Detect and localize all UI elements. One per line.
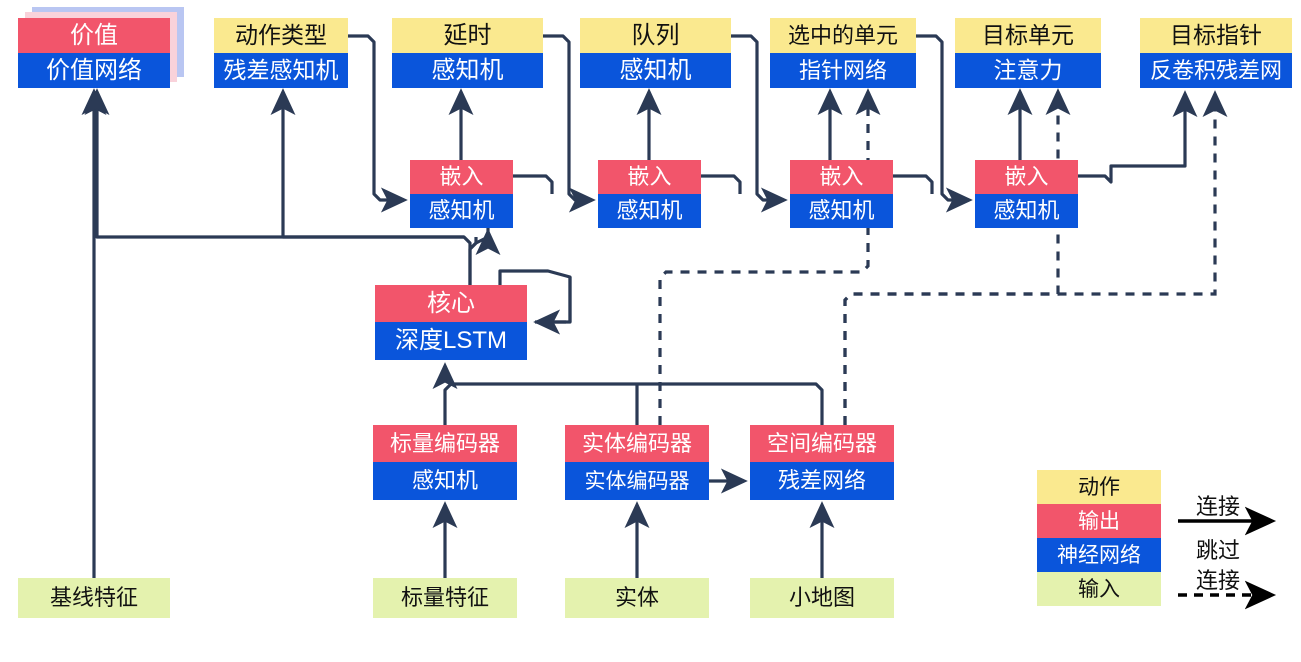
embed-4-bottom-label: 感知机 bbox=[975, 194, 1078, 228]
target-unit-bottom-label: 注意力 bbox=[955, 53, 1101, 88]
selected-units-top-label: 选中的单元 bbox=[770, 18, 916, 53]
wire-bus-to-core bbox=[432, 362, 458, 390]
wire-scalar-encoder-to-bus bbox=[443, 382, 675, 425]
spatial-encoder-bottom-label: 残差网络 bbox=[750, 462, 894, 500]
wire-embed3-to-embed4-link bbox=[893, 174, 934, 194]
spatial-encoder-top-label: 空间编码器 bbox=[750, 425, 894, 462]
queue-bottom-label: 感知机 bbox=[580, 53, 731, 88]
entity-encoder-bottom-label: 实体编码器 bbox=[565, 462, 709, 500]
legend-skip-label-line2: 连接 bbox=[1196, 568, 1241, 593]
core-bottom-label: 深度LSTM bbox=[375, 322, 527, 360]
embed-2-bottom-label: 感知机 bbox=[598, 194, 701, 228]
scalar-encoder-bottom-label: 感知机 bbox=[373, 462, 517, 500]
queue-top-label: 队列 bbox=[580, 18, 731, 53]
spatial-encoder-block[interactable]: 空间编码器 残差网络 bbox=[750, 425, 894, 500]
embed-3-bottom-label: 感知机 bbox=[790, 194, 893, 228]
input-entities[interactable]: 实体 bbox=[565, 578, 709, 618]
wire-core-loop-join bbox=[500, 271, 548, 285]
action-type-top-label: 动作类型 bbox=[214, 18, 348, 53]
wire-selected-to-embed4 bbox=[916, 34, 973, 213]
output-head-queue[interactable]: 队列 感知机 bbox=[580, 18, 731, 88]
wire-delay-to-embed2 bbox=[543, 34, 596, 213]
skip-spatial-to-target-point bbox=[843, 90, 1228, 425]
legend-swatch-action: 动作 bbox=[1037, 470, 1161, 504]
legend-connection-label: 连接 bbox=[1196, 494, 1241, 519]
wire-embed4-to-targetpoint bbox=[1078, 90, 1198, 184]
value-head-bottom-label: 价值网络 bbox=[18, 53, 170, 88]
wire-embed2-to-embed3-link bbox=[701, 174, 742, 194]
input-minimap[interactable]: 小地图 bbox=[750, 578, 894, 618]
wire-core-to-embed1 bbox=[468, 228, 501, 256]
value-head-top-label: 价值 bbox=[18, 18, 170, 53]
delay-top-label: 延时 bbox=[392, 18, 543, 53]
legend-swatches: 动作 输出 神经网络 输入 bbox=[1037, 470, 1161, 606]
core-block[interactable]: 核心 深度LSTM bbox=[375, 285, 527, 360]
embed-2-top-label: 嵌入 bbox=[598, 160, 701, 194]
embed-3-top-label: 嵌入 bbox=[790, 160, 893, 194]
embedding-block-3[interactable]: 嵌入 感知机 bbox=[790, 160, 893, 228]
embedding-block-2[interactable]: 嵌入 感知机 bbox=[598, 160, 701, 228]
output-head-target-point[interactable]: 目标指针 反卷积残差网 bbox=[1140, 18, 1292, 88]
legend-swatch-output: 输出 bbox=[1037, 504, 1161, 538]
output-head-selected-units[interactable]: 选中的单元 指针网络 bbox=[770, 18, 916, 88]
legend-swatch-input: 输入 bbox=[1037, 572, 1161, 606]
wire-queue-to-embed3 bbox=[731, 34, 788, 213]
embed-1-bottom-label: 感知机 bbox=[410, 194, 513, 228]
skip-entity-to-selected-units bbox=[658, 88, 881, 425]
output-head-target-unit[interactable]: 目标单元 注意力 bbox=[955, 18, 1101, 88]
wire-embed1-to-embed2-link bbox=[513, 174, 554, 194]
delay-bottom-label: 感知机 bbox=[392, 53, 543, 88]
scalar-encoder-block[interactable]: 标量编码器 感知机 bbox=[373, 425, 517, 500]
output-head-value[interactable]: 价值 价值网络 bbox=[18, 7, 184, 88]
input-baseline-features[interactable]: 基线特征 bbox=[18, 578, 170, 618]
selected-units-bottom-label: 指针网络 bbox=[770, 53, 916, 88]
embedding-block-4[interactable]: 嵌入 感知机 bbox=[975, 160, 1078, 228]
embedding-block-1[interactable]: 嵌入 感知机 bbox=[410, 160, 513, 228]
skip-spatial-to-target-unit bbox=[843, 88, 1071, 425]
wire-actiontype-to-embed1 bbox=[348, 34, 408, 213]
entity-encoder-block[interactable]: 实体编码器 实体编码器 bbox=[565, 425, 709, 500]
core-top-label: 核心 bbox=[375, 285, 527, 322]
input-scalar-features[interactable]: 标量特征 bbox=[373, 578, 517, 618]
output-head-action-type[interactable]: 动作类型 残差感知机 bbox=[214, 18, 348, 88]
target-point-bottom-label: 反卷积残差网 bbox=[1140, 53, 1292, 88]
legend-skip-label-line1: 跳过 bbox=[1196, 538, 1241, 563]
legend-swatch-neural-network: 神经网络 bbox=[1037, 538, 1161, 572]
target-point-top-label: 目标指针 bbox=[1140, 18, 1292, 53]
embed-4-top-label: 嵌入 bbox=[975, 160, 1078, 194]
action-type-bottom-label: 残差感知机 bbox=[214, 53, 348, 88]
target-unit-top-label: 目标单元 bbox=[955, 18, 1101, 53]
wire-core-to-actiontype bbox=[270, 88, 464, 239]
output-head-delay[interactable]: 延时 感知机 bbox=[392, 18, 543, 88]
entity-encoder-top-label: 实体编码器 bbox=[565, 425, 709, 462]
scalar-encoder-top-label: 标量编码器 bbox=[373, 425, 517, 462]
embed-1-top-label: 嵌入 bbox=[410, 160, 513, 194]
wire-spatial-encoder-to-bus bbox=[675, 382, 824, 425]
